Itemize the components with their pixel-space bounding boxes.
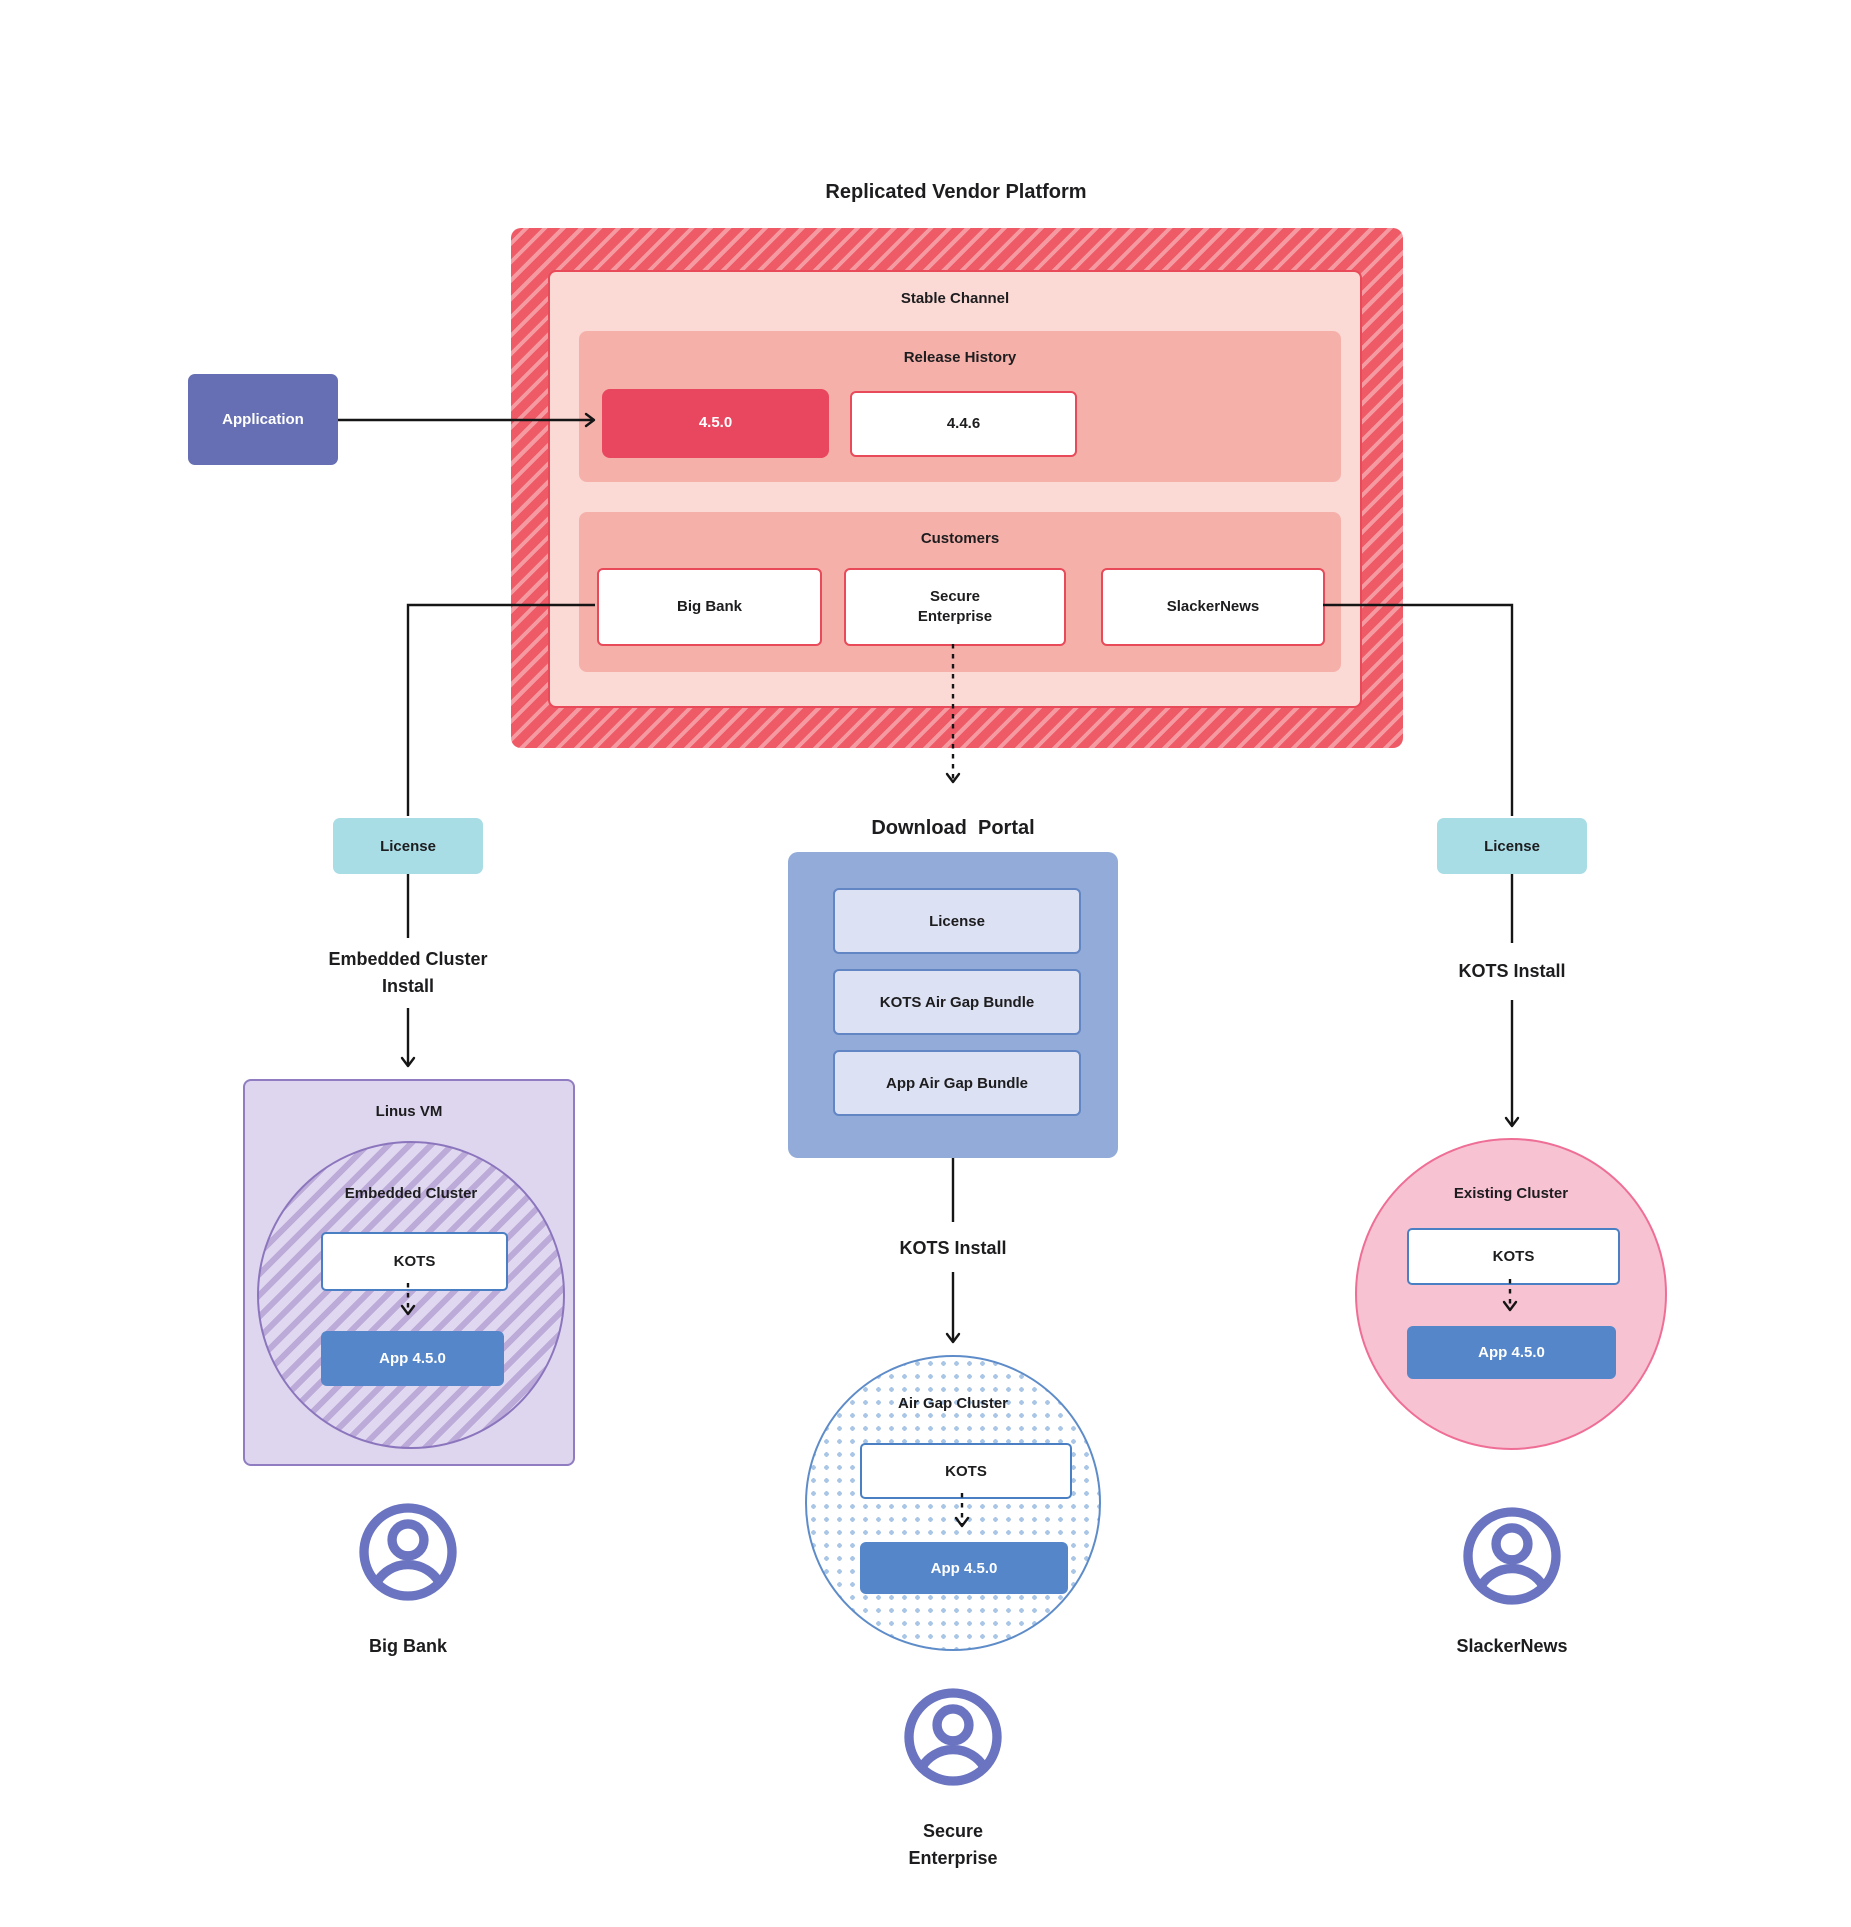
license-tag-left: License xyxy=(333,818,483,874)
license-tag-right: License xyxy=(1437,818,1587,874)
kots-install-label-mid: KOTS Install xyxy=(899,1238,1007,1258)
embedded-cluster-label: Embedded Cluster xyxy=(344,1185,478,1202)
air-gap-cluster-circle: Air Gap Cluster KOTS App 4.5.0 xyxy=(805,1355,1101,1651)
customer-chip-slackernews: SlackerNews xyxy=(1101,568,1325,646)
customers-box: Customers Big Bank Secure Enterprise Sla… xyxy=(579,512,1341,672)
person-icon-secure-enterprise xyxy=(904,1688,1002,1786)
download-portal-title: Download Portal xyxy=(871,817,1035,839)
release-chip-current: 4.5.0 xyxy=(602,389,829,458)
kots-box-embedded: KOTS xyxy=(321,1232,508,1291)
application-box: Application xyxy=(188,374,338,465)
secure-enterprise-bottom-label: Secure Enterprise xyxy=(908,1821,998,1868)
release-history-label: Release History xyxy=(903,349,1017,366)
customer-chip-big-bank: Big Bank xyxy=(597,568,822,646)
customer-chip-label: Secure Enterprise xyxy=(917,587,993,625)
release-chip: 4.4.6 xyxy=(850,391,1077,457)
linus-vm-box: Linus VM Embedded Cluster KOTS App 4.5.0 xyxy=(243,1079,575,1466)
kots-box-airgap: KOTS xyxy=(860,1443,1072,1499)
person-icon-slackernews xyxy=(1463,1507,1561,1605)
linus-vm-label: Linus VM xyxy=(375,1103,443,1120)
existing-cluster-label: Existing Cluster xyxy=(1453,1185,1569,1202)
big-bank-bottom-label: Big Bank xyxy=(368,1636,448,1656)
embedded-cluster-install-label: Embedded Cluster Install xyxy=(328,949,488,996)
app-box-airgap: App 4.5.0 xyxy=(860,1542,1068,1594)
kots-install-label-right: KOTS Install xyxy=(1458,961,1566,981)
portal-item-kots-airgap-bundle: KOTS Air Gap Bundle xyxy=(833,969,1081,1035)
air-gap-cluster-label: Air Gap Cluster xyxy=(897,1395,1009,1412)
person-icon-big-bank xyxy=(359,1503,457,1601)
stable-channel-box: Stable Channel Release History 4.5.0 4.4… xyxy=(548,270,1362,708)
stable-channel-label: Stable Channel xyxy=(900,290,1010,307)
app-box-existing: App 4.5.0 xyxy=(1407,1326,1616,1379)
diagram-title: Replicated Vendor Platform xyxy=(825,181,1087,203)
vendor-platform-box: Stable Channel Release History 4.5.0 4.4… xyxy=(511,228,1403,748)
kots-box-existing: KOTS xyxy=(1407,1228,1620,1285)
release-history-box: Release History 4.5.0 4.4.6 xyxy=(579,331,1341,482)
existing-cluster-circle: Existing Cluster KOTS App 4.5.0 xyxy=(1355,1138,1667,1450)
portal-item-app-airgap-bundle: App Air Gap Bundle xyxy=(833,1050,1081,1116)
embedded-cluster-circle: Embedded Cluster KOTS App 4.5.0 xyxy=(257,1141,565,1449)
download-portal-box: License KOTS Air Gap Bundle App Air Gap … xyxy=(788,852,1118,1158)
slackernews-bottom-label: SlackerNews xyxy=(1456,1636,1568,1656)
customer-chip-secure-enterprise: Secure Enterprise xyxy=(844,568,1066,646)
customers-label: Customers xyxy=(920,530,1000,547)
app-box-embedded: App 4.5.0 xyxy=(321,1331,504,1386)
portal-item-license: License xyxy=(833,888,1081,954)
